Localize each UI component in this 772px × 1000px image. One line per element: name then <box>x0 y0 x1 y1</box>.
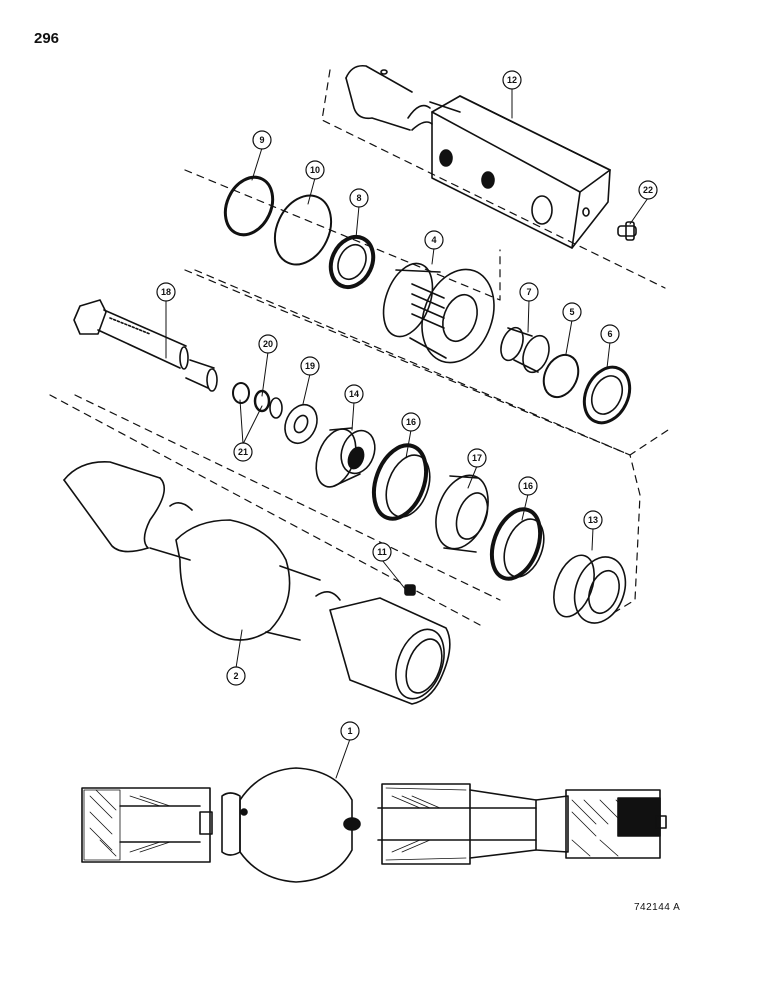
callout-label-8: 8 <box>356 193 361 203</box>
part-10-backup-ring <box>273 194 333 266</box>
part-11-set-screw <box>404 584 416 596</box>
callout-13 <box>583 510 603 530</box>
callout-label-1: 1 <box>347 726 352 736</box>
callout-12 <box>502 70 522 90</box>
part-13-end-cap <box>553 554 627 624</box>
callout-7 <box>519 282 539 302</box>
part-19-spacer <box>284 403 318 445</box>
callout-2 <box>226 666 246 686</box>
part-7-bushing <box>500 326 550 374</box>
callout-label-20: 20 <box>263 339 273 349</box>
part-2-cylinder-tube <box>63 461 451 705</box>
callout-21a <box>233 442 253 462</box>
callout-22 <box>638 180 658 200</box>
callout-5 <box>562 302 582 322</box>
callout-label-17: 17 <box>472 453 482 463</box>
callout-17 <box>467 448 487 468</box>
callout-label-22: 22 <box>643 185 653 195</box>
part-17-wear-ring <box>435 474 489 553</box>
page-number: 296 <box>34 30 60 47</box>
callout-label-21: 21 <box>238 447 248 457</box>
part-22-grease-fitting <box>617 221 637 241</box>
callout-label-16a: 16 <box>406 417 416 427</box>
callout-label-2: 2 <box>233 671 238 681</box>
part-9-snap-ring <box>223 175 275 237</box>
callout-1 <box>340 721 360 741</box>
callout-label-5: 5 <box>569 307 574 317</box>
callout-label-6: 6 <box>607 329 612 339</box>
part-8-wiper-seal <box>328 234 376 290</box>
callout-19 <box>300 356 320 376</box>
callout-label-16b: 16 <box>523 481 533 491</box>
leader-lines <box>165 87 649 779</box>
callout-label-13: 13 <box>588 515 598 525</box>
callout-label-10: 10 <box>310 165 320 175</box>
part-12-cylinder-head-block <box>345 64 611 249</box>
callout-label-4: 4 <box>431 235 436 245</box>
part-1-cylinder-assembly-section <box>81 767 667 883</box>
callout-label-12: 12 <box>507 75 517 85</box>
part-4-gland <box>382 262 495 364</box>
callout-label-18: 18 <box>161 287 171 297</box>
part-16-piston-seal <box>371 443 431 521</box>
part-5-wear-ring <box>542 353 580 399</box>
part-18-piston-bolt <box>73 299 218 392</box>
callout-20 <box>258 334 278 354</box>
callout-circles <box>156 70 658 741</box>
part-6-rod-seal <box>582 365 632 425</box>
callout-16b <box>518 476 538 496</box>
callout-16a <box>401 412 421 432</box>
callout-10 <box>305 160 325 180</box>
callout-label-14: 14 <box>349 389 359 399</box>
callout-label-7: 7 <box>526 287 531 297</box>
part-20-21-washers <box>232 382 283 419</box>
callout-18 <box>156 282 176 302</box>
callout-4 <box>424 230 444 250</box>
drawing-code: 742144 A <box>634 902 681 913</box>
callout-label-19: 19 <box>305 361 315 371</box>
callout-14 <box>344 384 364 404</box>
callout-8 <box>349 188 369 208</box>
callout-9 <box>252 130 272 150</box>
part-14-piston <box>315 427 376 488</box>
part-16-piston-seal-second <box>489 507 545 581</box>
callout-11 <box>372 542 392 562</box>
callout-label-9: 9 <box>259 135 264 145</box>
callout-label-11: 11 <box>377 547 387 557</box>
callout-6 <box>600 324 620 344</box>
